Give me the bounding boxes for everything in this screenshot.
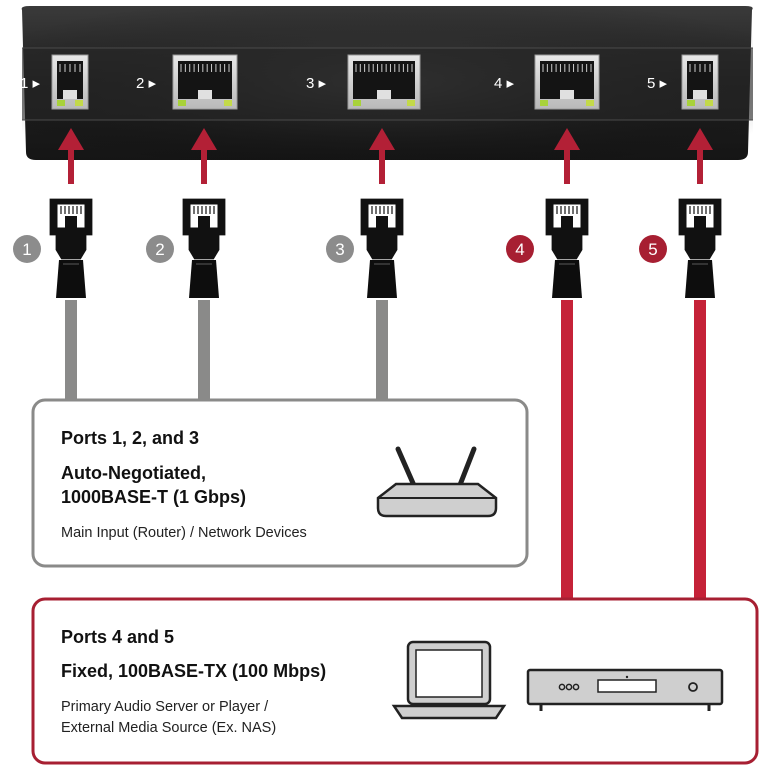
- ethernet-plug-icon: [544, 197, 590, 299]
- activity-led: [586, 100, 594, 106]
- badge-number: 4: [515, 240, 524, 259]
- box-speed-line2: 1000BASE-T (1 Gbps): [61, 487, 246, 507]
- badge-3: 3: [326, 235, 354, 263]
- ethernet-plug-icon: [181, 197, 227, 299]
- fast-cables: [561, 300, 706, 605]
- badge-2: 2: [146, 235, 174, 263]
- port-label: 3 ▸: [306, 75, 327, 92]
- box-speed-line1: Fixed, 100BASE-TX (100 Mbps): [61, 661, 326, 681]
- port-label: 2 ▸: [136, 75, 157, 92]
- ethernet-port-2[interactable]: 2 ▸: [136, 54, 238, 110]
- ethernet-plug-icon: [677, 197, 723, 299]
- ethernet-port-3[interactable]: 3 ▸: [306, 54, 421, 110]
- activity-led: [705, 100, 713, 106]
- port-label: 5 ▸: [647, 75, 668, 92]
- badge-4: 4: [506, 235, 534, 263]
- link-led: [178, 100, 186, 106]
- port-row: 1 ▸ 2 ▸ 3 ▸ 4 ▸ 5 ▸: [20, 54, 719, 110]
- activity-led: [224, 100, 232, 106]
- activity-led: [407, 100, 415, 106]
- link-led: [540, 100, 548, 106]
- box-description: Main Input (Router) / Network Devices: [61, 525, 307, 541]
- badge-5: 5: [639, 235, 667, 263]
- box-title: Ports 4 and 5: [61, 627, 174, 647]
- laptop-icon: [391, 640, 507, 720]
- badge-1: 1: [13, 235, 41, 263]
- ethernet-plug-icon: [359, 197, 405, 299]
- ethernet-port-1[interactable]: 1 ▸: [20, 54, 89, 110]
- ethernet-plug-icon: [48, 197, 94, 299]
- audio-player-icon: [526, 668, 724, 711]
- box-title: Ports 1, 2, and 3: [61, 428, 199, 448]
- activity-led: [75, 100, 83, 106]
- link-led: [353, 100, 361, 106]
- ethernet-port-5[interactable]: 5 ▸: [647, 54, 719, 110]
- router-icon: [376, 446, 498, 518]
- box-speed-line1: Auto-Negotiated,: [61, 463, 206, 483]
- badge-number: 5: [648, 240, 657, 259]
- port-badges: 1 2 3 4 5: [13, 235, 667, 263]
- port-label: 1 ▸: [20, 75, 41, 92]
- badge-number: 3: [335, 240, 344, 259]
- badge-number: 2: [155, 240, 164, 259]
- box-description-line1: Primary Audio Server or Player /: [61, 699, 269, 715]
- link-led: [57, 100, 65, 106]
- gigabit-cables: [65, 300, 388, 405]
- gigabit-ports-box: Ports 1, 2, and 3 Auto-Negotiated, 1000B…: [31, 398, 529, 568]
- ethernet-port-4[interactable]: 4 ▸: [494, 54, 600, 110]
- port-label: 4 ▸: [494, 75, 515, 92]
- box-description-line2: External Media Source (Ex. NAS): [61, 720, 276, 736]
- link-led: [687, 100, 695, 106]
- badge-number: 1: [22, 240, 31, 259]
- fast-ports-box: Ports 4 and 5 Fixed, 100BASE-TX (100 Mbp…: [31, 597, 759, 765]
